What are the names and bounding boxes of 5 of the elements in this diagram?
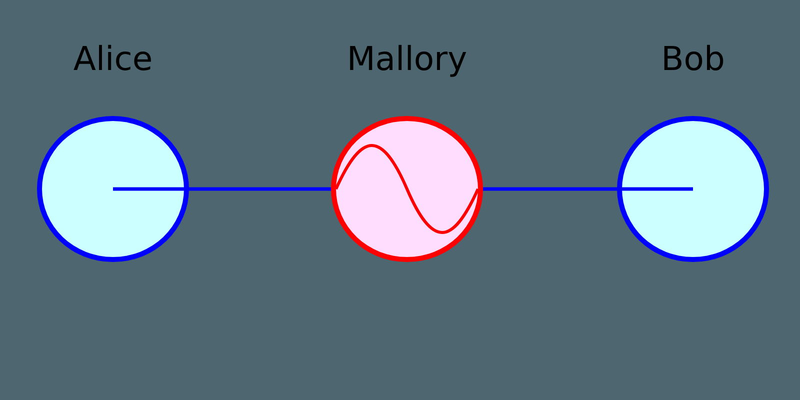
node-heading: Bob bbox=[660, 38, 726, 80]
node-heading: Mallory bbox=[346, 38, 468, 80]
connector-line bbox=[483, 187, 693, 191]
node-heading: Alice bbox=[72, 38, 154, 80]
connector-line bbox=[113, 187, 331, 191]
